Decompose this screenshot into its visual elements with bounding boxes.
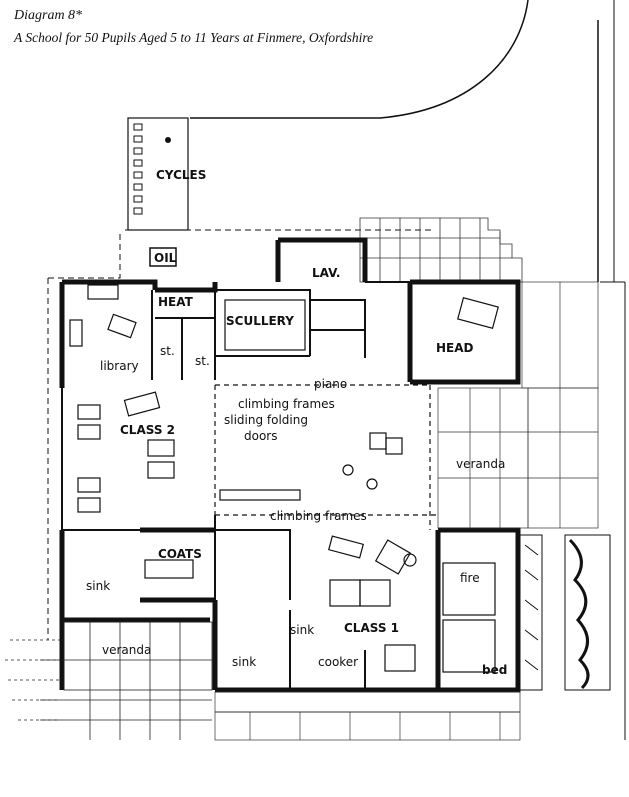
fire-label: fire bbox=[460, 571, 480, 585]
outer-dashed-boundary bbox=[47, 229, 435, 640]
terrace-grid bbox=[359, 217, 523, 283]
veranda-left-label: veranda bbox=[102, 643, 151, 657]
sink-mid-label: sink bbox=[290, 623, 314, 637]
sink-bottom-label: sink bbox=[232, 655, 256, 669]
library-label: library bbox=[100, 359, 139, 373]
class2-label: CLASS 2 bbox=[120, 423, 175, 437]
piano-label: piano bbox=[314, 377, 347, 391]
furniture bbox=[69, 284, 499, 673]
lav-label: LAV. bbox=[312, 266, 340, 280]
class1-label: CLASS 1 bbox=[344, 621, 399, 635]
garden-beds bbox=[519, 534, 611, 691]
sliding-partitions bbox=[214, 384, 438, 530]
sliding-doors-label-2: doors bbox=[244, 429, 278, 443]
climbing-frames-label-2: climbing frames bbox=[270, 509, 367, 523]
scullery-label: SCULLERY bbox=[226, 314, 294, 328]
sink-left-label: sink bbox=[86, 579, 110, 593]
site-boundary-curve bbox=[190, 0, 529, 119]
store-2-label: st. bbox=[195, 354, 210, 368]
veranda-right-area bbox=[437, 281, 599, 529]
cycles-label: CYCLES bbox=[156, 168, 206, 182]
diagram-title: A School for 50 Pupils Aged 5 to 11 Year… bbox=[14, 30, 374, 45]
oil-label: OIL bbox=[154, 251, 177, 265]
veranda-left-paving bbox=[5, 621, 213, 740]
head-label: HEAD bbox=[436, 341, 474, 355]
south-paving bbox=[214, 691, 521, 741]
sliding-doors-label-1: sliding folding bbox=[224, 413, 308, 427]
heat-label: HEAT bbox=[158, 295, 194, 309]
cooker-label: cooker bbox=[318, 655, 358, 669]
climbing-frames-label-1: climbing frames bbox=[238, 397, 335, 411]
bed-label: bed bbox=[482, 663, 507, 677]
diagram-number: Diagram 8* bbox=[14, 8, 83, 23]
veranda-right-label: veranda bbox=[456, 457, 505, 471]
coats-label: COATS bbox=[158, 547, 202, 561]
internal-walls bbox=[61, 281, 439, 690]
store-1-label: st. bbox=[160, 344, 175, 358]
